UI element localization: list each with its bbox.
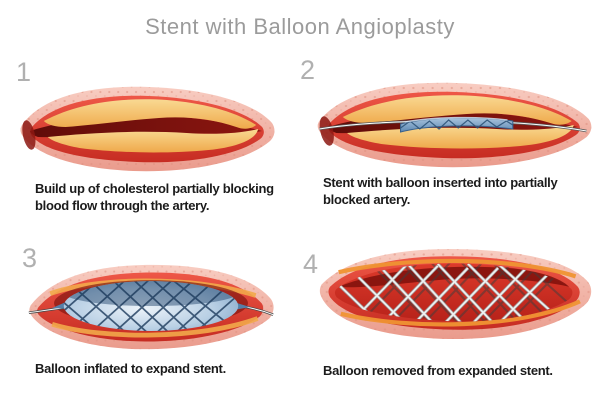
step-number: 4 [303,249,319,279]
balloon-inflated-illustration [28,264,274,350]
panel-step-3: 3 [0,235,295,407]
diagram-title: Stent with Balloon Angioplasty [145,14,455,39]
panel-step-1: 1 [0,55,295,235]
step-number: 2 [300,55,316,85]
step-number: 1 [16,57,32,87]
expanded-stent-illustration [319,248,592,340]
step-caption: Balloon removed from expanded stent. [323,363,553,378]
step-caption: Build up of cholesterol partially blocki… [35,181,274,213]
step-number: 3 [22,243,38,273]
artery-stent-inserted-illustration [317,82,592,168]
step-caption: Stent with balloon inserted into partial… [323,175,558,207]
artery-blocked-illustration [20,86,275,172]
panel-step-4: 4 [295,235,600,407]
step-caption: Balloon inflated to expand stent. [35,361,226,376]
panel-step-2: 2 Stent with balloon inserted into parti… [295,55,600,235]
